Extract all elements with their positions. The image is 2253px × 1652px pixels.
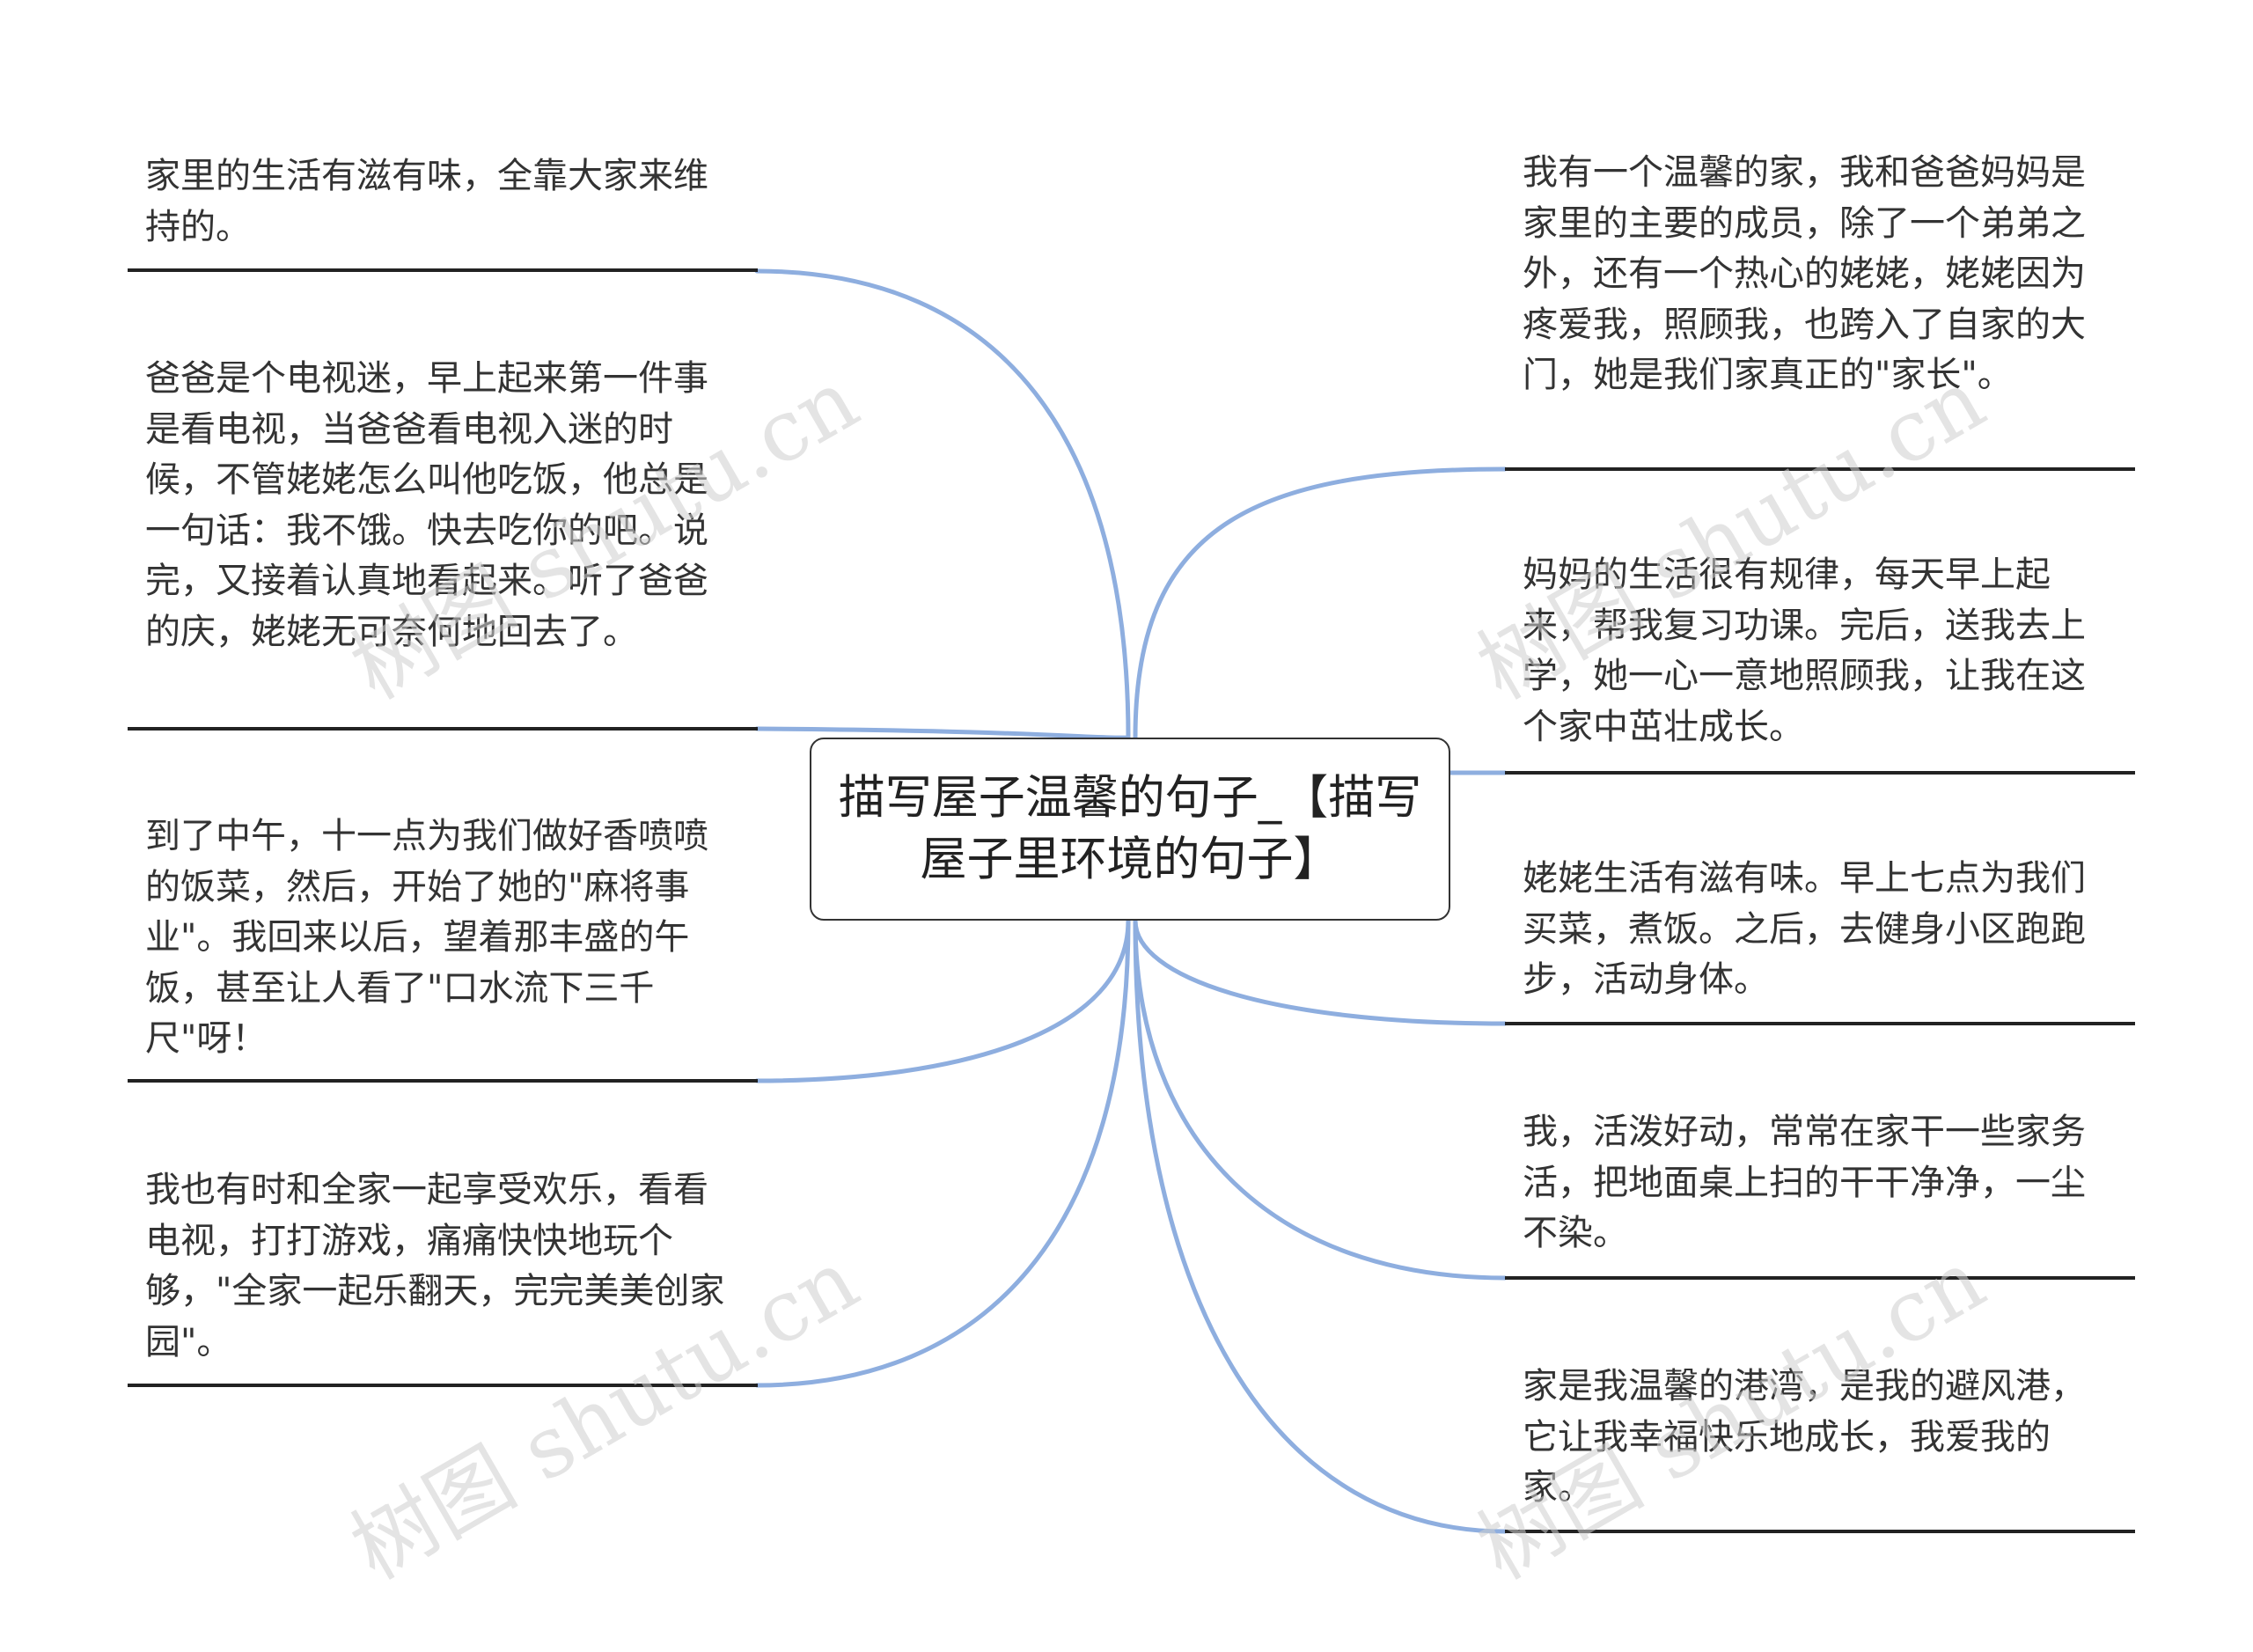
right-node-1-underline xyxy=(1505,467,2135,471)
connector-right-3 xyxy=(1133,918,1508,1026)
connector-left-1 xyxy=(754,268,1131,740)
right-node-5-underline xyxy=(1505,1530,2135,1533)
right-node-1-text: 我有一个温馨的家，我和爸爸妈妈是家里的主要的成员，除了一个弟弟之外，还有一个热心… xyxy=(1523,152,2086,395)
left-node-3-text: 到了中午，十一点为我们做好香喷喷的饭菜，然后，开始了她的"麻将事业"。我回来以后… xyxy=(145,816,708,1059)
connector-right-1 xyxy=(1133,466,1508,740)
left-node-1-text: 家里的生活有滋有味，全靠大家来维持的。 xyxy=(145,156,708,247)
connector-left-2 xyxy=(754,726,1131,740)
right-node-2-text: 妈妈的生活很有规律，每天早上起来，帮我复习功课。完后，送我去上学，她一心一意地照… xyxy=(1523,554,2086,747)
right-node-4-text: 我，活泼好动，常常在家干一些家务活，把地面桌上扫的干干净净，一尘不染。 xyxy=(1523,1112,2086,1253)
right-node-3-underline xyxy=(1505,1022,2135,1025)
connector-right-4 xyxy=(1133,918,1508,1281)
left-node-2-text: 爸爸是个电视迷，早上起来第一件事是看电视，当爸爸看电视入迷的时候，不管姥姥怎么叫… xyxy=(145,358,708,652)
right-node-3-text: 姥姥生活有滋有味。早上七点为我们买菜，煮饭。之后，去健身小区跑跑步，活动身体。 xyxy=(1523,858,2086,1000)
left-node-4-text: 我也有时和全家一起享受欢乐，看看电视，打打游戏，痛痛快快地玩个够，"全家一起乐翻… xyxy=(145,1170,725,1362)
connector-right-5 xyxy=(1133,918,1508,1534)
right-node-4-underline xyxy=(1505,1276,2135,1280)
left-node-1-underline xyxy=(128,268,758,272)
right-node-2-underline xyxy=(1505,771,2135,775)
central-topic: 描写屋子温馨的句子_【描写屋子里环境的句子】 xyxy=(810,738,1450,921)
right-node-5-text: 家是我温馨的港湾，是我的避风港，它让我幸福快乐地成长，我爱我的家。 xyxy=(1523,1366,2086,1508)
connector-left-3 xyxy=(754,918,1131,1083)
left-node-4-underline xyxy=(128,1384,758,1387)
connector-left-4 xyxy=(754,918,1131,1388)
left-node-3-underline xyxy=(128,1079,758,1083)
left-node-2-underline xyxy=(128,727,758,731)
